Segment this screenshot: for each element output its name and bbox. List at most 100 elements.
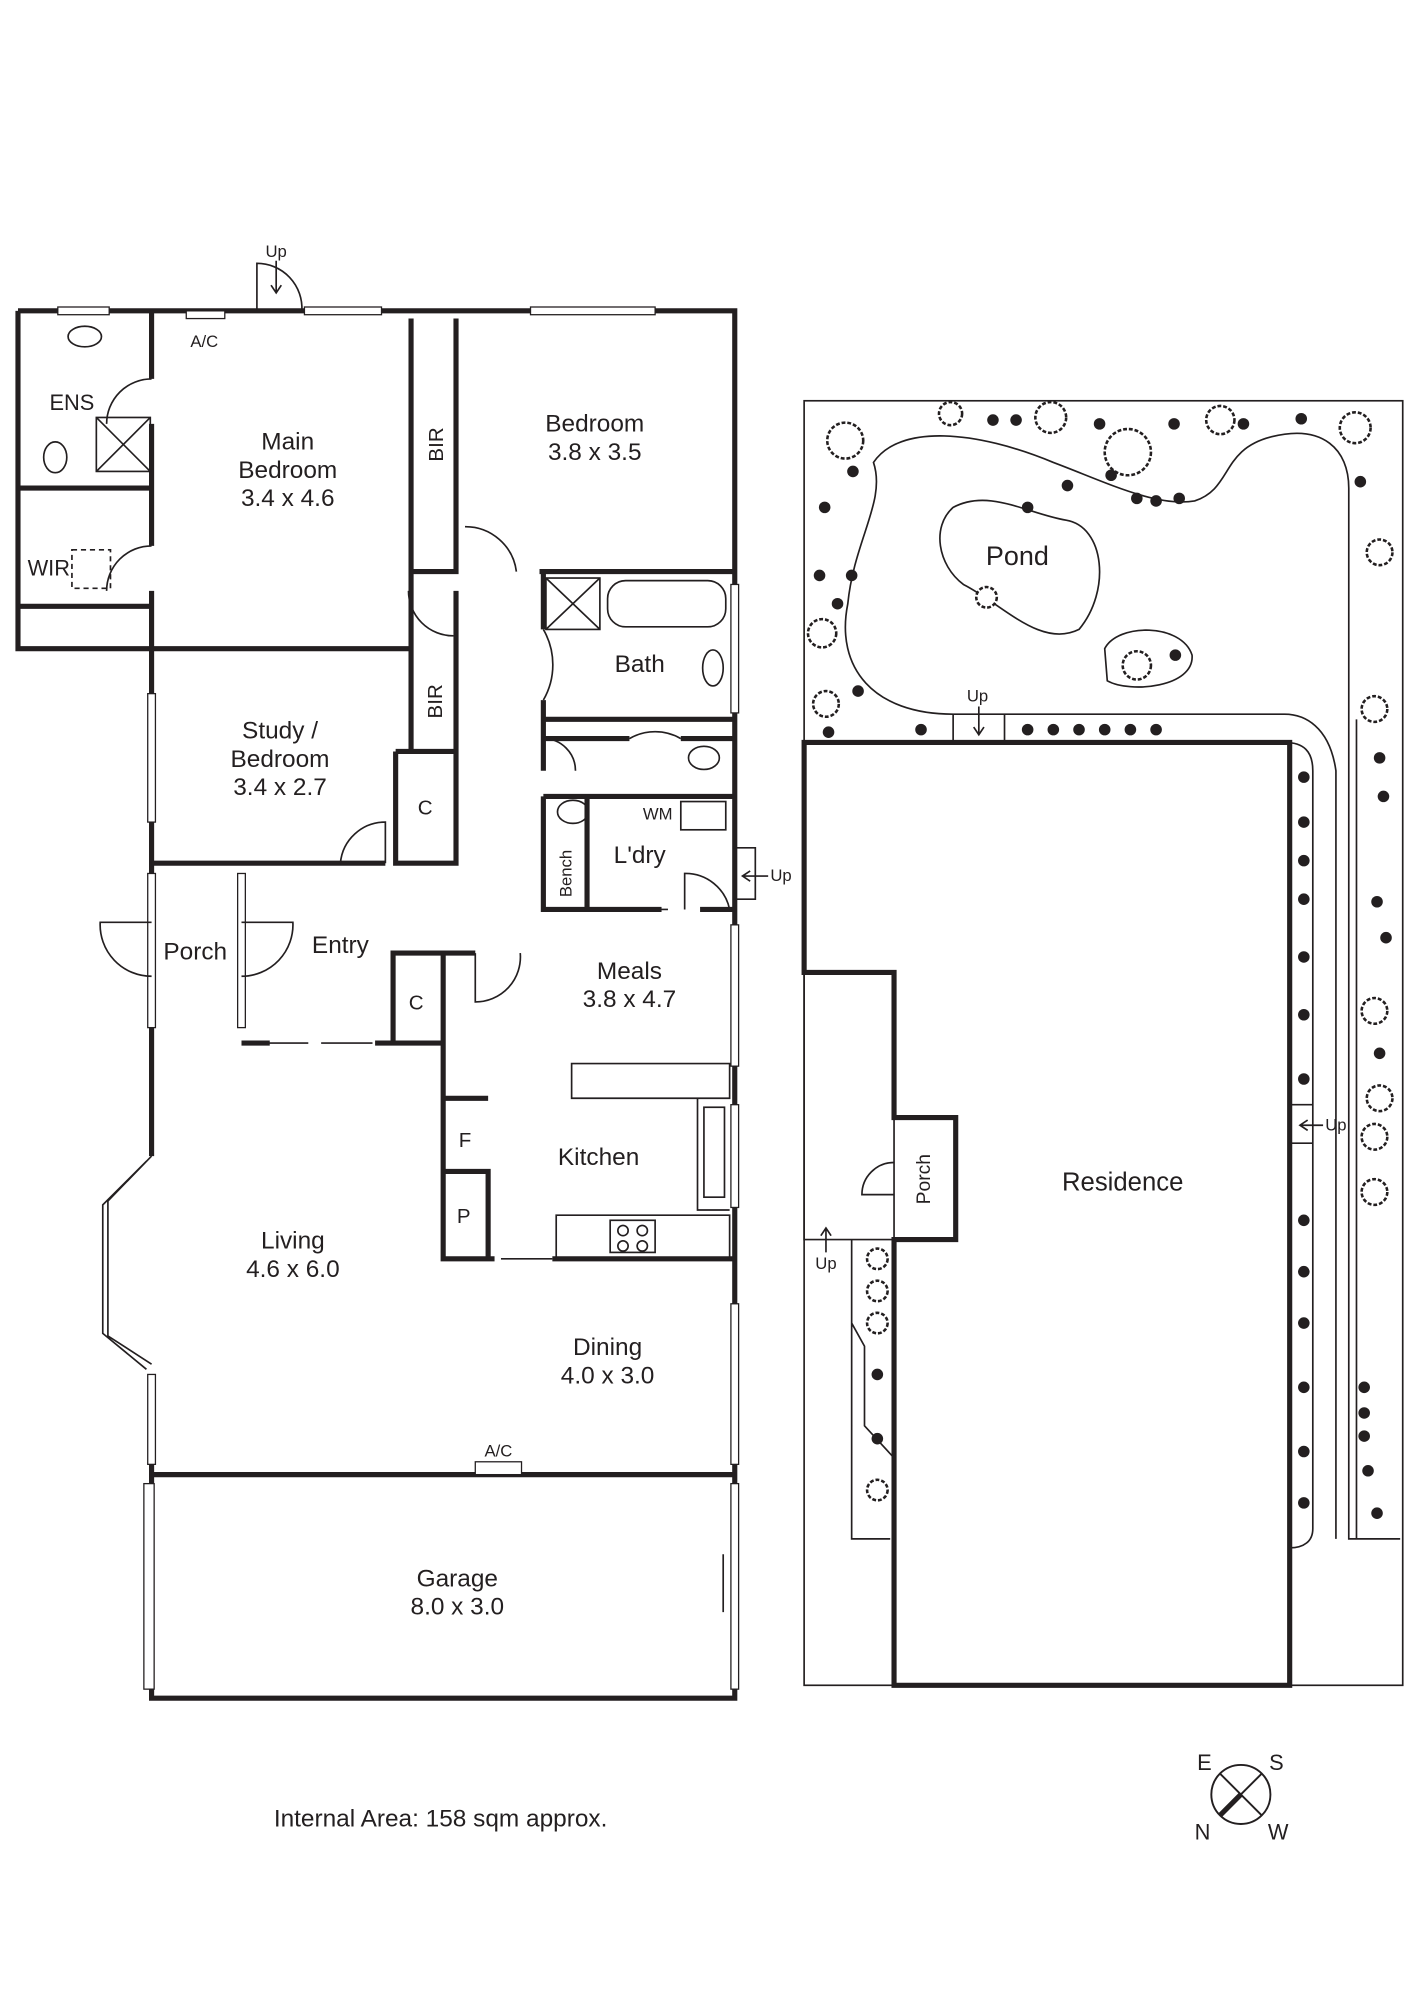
residence-outline <box>801 739 1293 1688</box>
tree-icon <box>1121 649 1153 681</box>
compass-n: N <box>1195 1819 1211 1844</box>
tree-icon <box>1360 694 1389 724</box>
shrub-icon <box>1298 1445 1310 1458</box>
shrub-icon <box>1021 501 1034 514</box>
shrub-icon <box>1173 492 1185 505</box>
shrub-icon <box>818 501 831 514</box>
shrub-icon <box>1298 854 1310 867</box>
dining-label: Dining <box>573 1334 642 1361</box>
tree-icon <box>1365 1084 1394 1113</box>
shrub-icon <box>1073 723 1085 736</box>
tree-icon <box>1360 1122 1389 1151</box>
laundry-label: L'dry <box>614 842 667 869</box>
tree-icon <box>1365 538 1394 567</box>
shrub-icon <box>847 465 859 478</box>
internal-area: Internal Area: 158 sqm approx. <box>274 1806 608 1833</box>
shrub-icon <box>1380 931 1392 944</box>
shrub-icon <box>1061 479 1074 492</box>
shrub-icon <box>1298 1073 1310 1085</box>
shrub-icon <box>1098 723 1111 736</box>
shrub-icon <box>852 685 864 697</box>
bay-window <box>101 1155 153 1370</box>
shrub-icon <box>1150 495 1162 507</box>
shrub-icon <box>1105 469 1117 482</box>
pantry-label: P <box>457 1205 471 1228</box>
garage-label: Garage <box>417 1565 498 1592</box>
shrub-icon <box>1298 1008 1310 1021</box>
pond-outline <box>939 499 1101 635</box>
pond-label: Pond <box>986 541 1049 571</box>
shrub-icon <box>1169 649 1182 661</box>
kitchen-label: Kitchen <box>558 1144 639 1171</box>
shrub-icon <box>1298 1265 1310 1278</box>
windows <box>57 306 740 1690</box>
tree-icon <box>865 1311 889 1335</box>
tree-icon <box>825 421 865 460</box>
tree-icon <box>811 689 841 719</box>
tree-icon <box>1103 427 1153 477</box>
shrub-icon <box>1371 1507 1383 1519</box>
shrub-icon <box>1362 1464 1374 1477</box>
shrub-icon <box>871 1368 884 1381</box>
house-plan: Main Bedroom 3.4 x 4.6 Bedroom 3.8 x 3.5… <box>15 242 792 1701</box>
shrub-icon <box>1168 418 1180 430</box>
entry-label: Entry <box>312 932 370 959</box>
shrub-icon <box>822 726 835 738</box>
study-label: Bedroom <box>231 746 330 773</box>
shrub-icon <box>1298 1317 1310 1329</box>
study-label: Study / <box>242 718 318 745</box>
tree-icon <box>974 585 999 609</box>
shrub-icon <box>813 569 826 582</box>
residence-label: Residence <box>1062 1169 1183 1197</box>
shrub-icon <box>1373 1047 1386 1060</box>
shrub-icon <box>1150 723 1162 736</box>
tree-icon <box>865 1279 889 1303</box>
shrub-icon <box>1298 771 1310 783</box>
tree-icon <box>1360 1177 1389 1207</box>
shrub-icon <box>1358 1407 1370 1419</box>
porch-label: Porch <box>914 1154 935 1204</box>
bath-label: Bath <box>615 651 665 678</box>
shrub-icon <box>1358 1381 1370 1394</box>
compass-w: W <box>1268 1819 1289 1844</box>
dining-size: 4.0 x 3.0 <box>561 1362 655 1389</box>
shrub-icon <box>831 597 844 610</box>
compass: E S N W <box>1195 1750 1289 1844</box>
shrub-icon <box>845 569 858 582</box>
main-bedroom-label: Bedroom <box>238 457 337 484</box>
shrub-icon <box>987 414 999 426</box>
garden-path <box>822 432 1401 1549</box>
ensuite-label: ENS <box>49 390 94 415</box>
bir-label: BIR <box>425 427 448 461</box>
kitchen-bench <box>555 1062 731 1260</box>
shrub-icon <box>1047 723 1060 736</box>
main-bedroom-label: Main <box>261 429 314 456</box>
shrub-icon <box>1373 752 1386 764</box>
shrub-icon <box>1354 475 1367 488</box>
study-size: 3.4 x 2.7 <box>233 774 327 801</box>
tree-icon <box>1034 400 1068 435</box>
shrub-icon <box>1021 723 1034 736</box>
meals-label: Meals <box>597 958 662 985</box>
ac-label: A/C <box>484 1442 512 1461</box>
shrub-icon <box>1298 1214 1310 1227</box>
up-label: Up <box>770 866 791 885</box>
shrub-icon <box>1298 816 1310 828</box>
garage-size: 8.0 x 3.0 <box>411 1594 505 1621</box>
shrub-icon <box>1298 1381 1310 1394</box>
shrub-icon <box>1377 790 1390 803</box>
garden-trees <box>806 400 1394 1519</box>
shrub-icon <box>1298 1497 1310 1509</box>
shrub-icon <box>1124 723 1137 736</box>
shrub-icon <box>915 723 927 736</box>
up-label: Up <box>266 242 287 261</box>
up-label: Up <box>815 1254 836 1273</box>
bench-label: Bench <box>557 850 576 897</box>
shrub-icon <box>1298 893 1310 905</box>
tree-icon <box>1338 411 1372 445</box>
fridge-label: F <box>459 1129 472 1152</box>
shrub-icon <box>1298 951 1310 963</box>
tree-icon <box>937 400 964 427</box>
site-plan: Pond Residence Porch Up Up Up <box>801 399 1404 1688</box>
